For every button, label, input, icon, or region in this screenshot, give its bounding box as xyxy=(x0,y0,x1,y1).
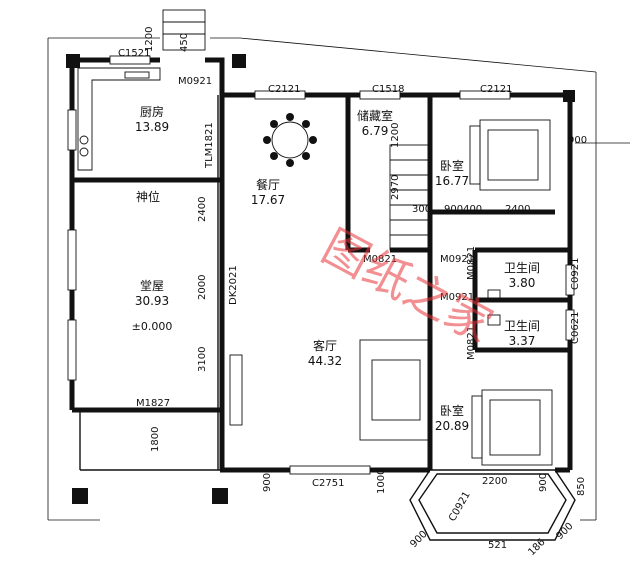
label-2000-left: 2000 xyxy=(197,275,208,300)
label-1200-storage: 1200 xyxy=(390,123,401,148)
bed-2 xyxy=(471,389,553,466)
label-c1521: C1521 xyxy=(118,48,150,59)
bath2-area: 3.37 xyxy=(509,334,536,348)
label-1800: 1800 xyxy=(150,427,161,452)
dining-table xyxy=(263,113,317,167)
label-3100-left: 3100 xyxy=(197,347,208,372)
sofa-set xyxy=(229,339,431,441)
label-2970: 2970 xyxy=(390,175,401,200)
label-c2121-b: C2121 xyxy=(480,84,512,95)
living-area: 44.32 xyxy=(308,354,342,368)
shrine-name: 神位 xyxy=(136,189,160,204)
kitchen-counter xyxy=(77,67,161,171)
storage-name: 储藏室 xyxy=(357,108,393,123)
label-2400-bed: 2400 xyxy=(505,204,530,215)
label-900-bottom: 900 xyxy=(262,473,273,492)
bath-fixtures xyxy=(487,289,501,326)
label-900-right: 900 xyxy=(568,135,587,146)
label-c0921-right: C0921 xyxy=(570,258,581,290)
elevation-mark: ±0.000 xyxy=(132,320,173,333)
label-900400: 900400 xyxy=(444,204,482,215)
label-c2751: C2751 xyxy=(312,478,344,489)
windows xyxy=(67,55,575,475)
bedroom1-area: 16.77 xyxy=(435,174,469,188)
label-c0621-right: C0621 xyxy=(570,312,581,344)
dining-name: 餐厅 xyxy=(256,177,280,192)
bath1-area: 3.80 xyxy=(509,276,536,290)
kitchen-area: 13.89 xyxy=(135,120,169,134)
porch-steps xyxy=(162,9,206,51)
bedroom1-name: 卧室 xyxy=(440,158,464,173)
label-c1518: C1518 xyxy=(372,84,404,95)
label-300: 300 xyxy=(412,204,431,215)
label-m0921-c: M0921 xyxy=(440,292,474,303)
bath2-name: 卫生间 xyxy=(504,319,540,333)
label-dk2021: DK2021 xyxy=(228,265,239,305)
bedroom2-area: 20.89 xyxy=(435,419,469,433)
bedroom2-name: 卧室 xyxy=(440,403,464,418)
label-900-bot-r: 900 xyxy=(538,473,549,492)
dimension-lines xyxy=(47,37,630,521)
dining-area: 17.67 xyxy=(251,193,285,207)
stair xyxy=(389,144,431,251)
label-1000: 1000 xyxy=(376,469,387,494)
hall-area: 30.93 xyxy=(135,294,169,308)
label-c2121-a: C2121 xyxy=(268,84,300,95)
label-m0821-c: M0821 xyxy=(466,326,477,360)
bath1-name: 卫生间 xyxy=(504,261,540,275)
label-2400-left: 2400 xyxy=(197,197,208,222)
label-m0921-b: M0921 xyxy=(440,254,474,265)
annotations: C1521 1200 450 M0921 C2121 C1518 C2121 9… xyxy=(118,27,587,559)
label-tlm1821: TLM1821 xyxy=(204,122,215,169)
storage-area: 6.79 xyxy=(362,124,389,138)
label-2200: 2200 xyxy=(482,476,507,487)
label-1200-top: 1200 xyxy=(144,27,155,52)
label-m0821-b: M0821 xyxy=(466,246,477,280)
columns xyxy=(66,54,575,504)
label-m1827: M1827 xyxy=(136,398,170,409)
label-m0921-top: M0921 xyxy=(178,76,212,87)
bed-1 xyxy=(469,119,551,191)
label-c0921-bay: C0921 xyxy=(447,490,473,524)
label-850: 850 xyxy=(576,477,587,496)
room-labels: 厨房 13.89 餐厅 17.67 储藏室 6.79 卧室 16.77 神位 堂… xyxy=(132,104,540,433)
label-900-bay2: 900 xyxy=(554,521,575,542)
label-521: 521 xyxy=(488,540,507,551)
label-450: 450 xyxy=(179,33,190,52)
hall-name: 堂屋 xyxy=(140,279,164,293)
kitchen-name: 厨房 xyxy=(140,104,164,119)
living-name: 客厅 xyxy=(313,338,337,353)
bay-window xyxy=(409,469,576,541)
label-m0821-a: M0821 xyxy=(363,254,397,265)
